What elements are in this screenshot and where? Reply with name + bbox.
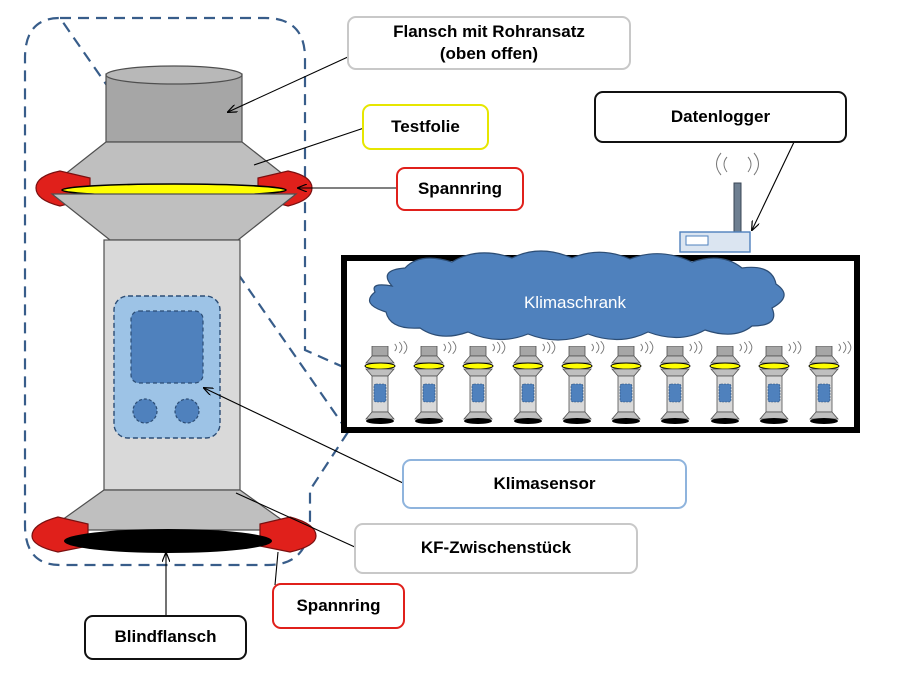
callout-kf-label: KF-Zwischenstück xyxy=(420,538,572,558)
sensor-button-left xyxy=(132,398,158,424)
callout-spannring-top: Spannring xyxy=(396,167,524,211)
callout-flansch-line1: Flansch mit Rohransatz xyxy=(393,21,585,41)
callout-spannring-bottom: Spannring xyxy=(272,583,405,629)
callout-flansch-line2: (oben offen) xyxy=(439,44,539,63)
callout-flansch: Flansch mit Rohransatz (oben offen) xyxy=(347,16,631,70)
logger-signal-icon xyxy=(716,152,759,176)
clamp-ring-bottom-right xyxy=(259,516,317,553)
leader-spannring-bottom xyxy=(274,551,279,586)
leader-datenlogger xyxy=(752,139,796,230)
leader-testfolie xyxy=(253,127,365,166)
callout-testfolie-label: Testfolie xyxy=(391,116,460,136)
callout-klimasensor-label: Klimasensor xyxy=(493,473,596,493)
callout-blindflansch: Blindflansch xyxy=(84,615,247,660)
sensor-button-right xyxy=(174,398,200,424)
callout-datenlogger: Datenlogger xyxy=(594,91,847,143)
logger-port xyxy=(685,235,709,246)
flange-pipe xyxy=(105,73,243,143)
blind-flange xyxy=(64,529,272,553)
lower-upper-cone xyxy=(50,193,298,241)
callout-klimasensor: Klimasensor xyxy=(402,459,687,509)
callout-spannring-bottom-label: Spannring xyxy=(296,595,381,615)
data-logger xyxy=(679,152,759,253)
callout-spannring-top-label: Spannring xyxy=(417,178,503,198)
leader-flansch xyxy=(228,55,351,112)
climate-cloud xyxy=(368,250,785,341)
callout-testfolie: Testfolie xyxy=(362,104,489,150)
pipe-opening xyxy=(105,65,243,85)
callout-blindflansch-label: Blindflansch xyxy=(114,627,217,647)
logger-antenna xyxy=(733,182,742,236)
leader-kf xyxy=(235,492,358,549)
callout-kf-zwischenstueck: KF-Zwischenstück xyxy=(354,523,638,574)
sample-assembly xyxy=(31,65,317,553)
cabinet-cloud-label: Klimaschrank xyxy=(523,293,627,312)
callout-datenlogger-label: Datenlogger xyxy=(670,106,771,126)
sensor-display xyxy=(130,310,204,384)
leader-klimasensor xyxy=(204,388,406,485)
